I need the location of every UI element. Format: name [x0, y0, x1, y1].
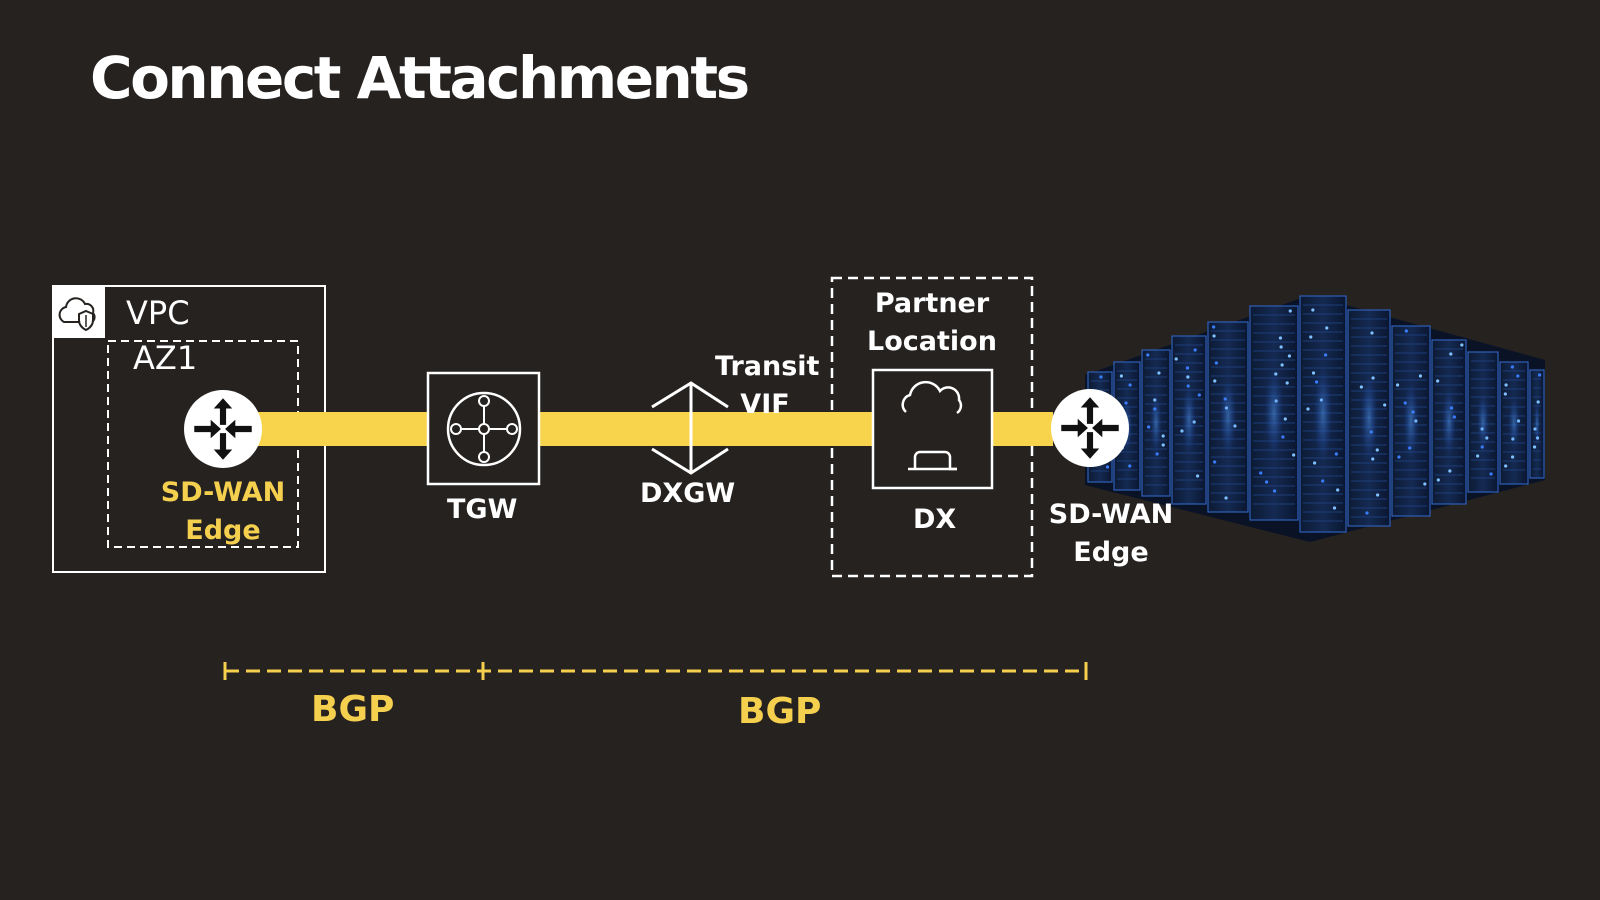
router-arrows-icon: [1051, 389, 1129, 467]
direct-connect-icon: [871, 368, 994, 490]
server-racks-image: [1085, 295, 1545, 542]
vpc-box: [52, 285, 326, 573]
partner-line1: Partner: [874, 288, 990, 319]
left-edge-line2: Edge: [185, 515, 261, 546]
direct-connect-gateway-icon: [651, 381, 729, 475]
cloud-shield-icon: [53, 286, 105, 338]
bgp-right-label: BGP: [738, 691, 822, 732]
transit-vif-line1: Transit: [715, 351, 820, 382]
partner-line2: Location: [867, 326, 997, 357]
az1-label: AZ1: [133, 339, 198, 377]
vpc-label: VPC: [126, 294, 190, 332]
left-edge-label: SD-WAN Edge: [160, 474, 286, 550]
right-edge-label: SD-WAN Edge: [1046, 496, 1176, 572]
bgp-timeline: [223, 662, 1088, 680]
tgw-label: TGW: [447, 494, 518, 525]
partner-location-label: Partner Location: [852, 285, 1012, 361]
dxgw-label: DXGW: [640, 478, 736, 509]
bgp-left-label: BGP: [311, 689, 395, 730]
right-edge-line2: Edge: [1073, 537, 1149, 568]
page-title: Connect Attachments: [90, 44, 750, 112]
router-arrows-icon: [184, 390, 262, 468]
left-edge-line1: SD-WAN: [160, 477, 286, 508]
transit-gateway-icon: [426, 371, 541, 486]
transit-vif-label: Transit VIF: [715, 348, 820, 424]
dx-label: DX: [913, 504, 957, 535]
right-edge-line1: SD-WAN: [1048, 499, 1174, 530]
partner-location-box: [830, 276, 1034, 578]
transit-vif-line2: VIF: [740, 389, 790, 420]
